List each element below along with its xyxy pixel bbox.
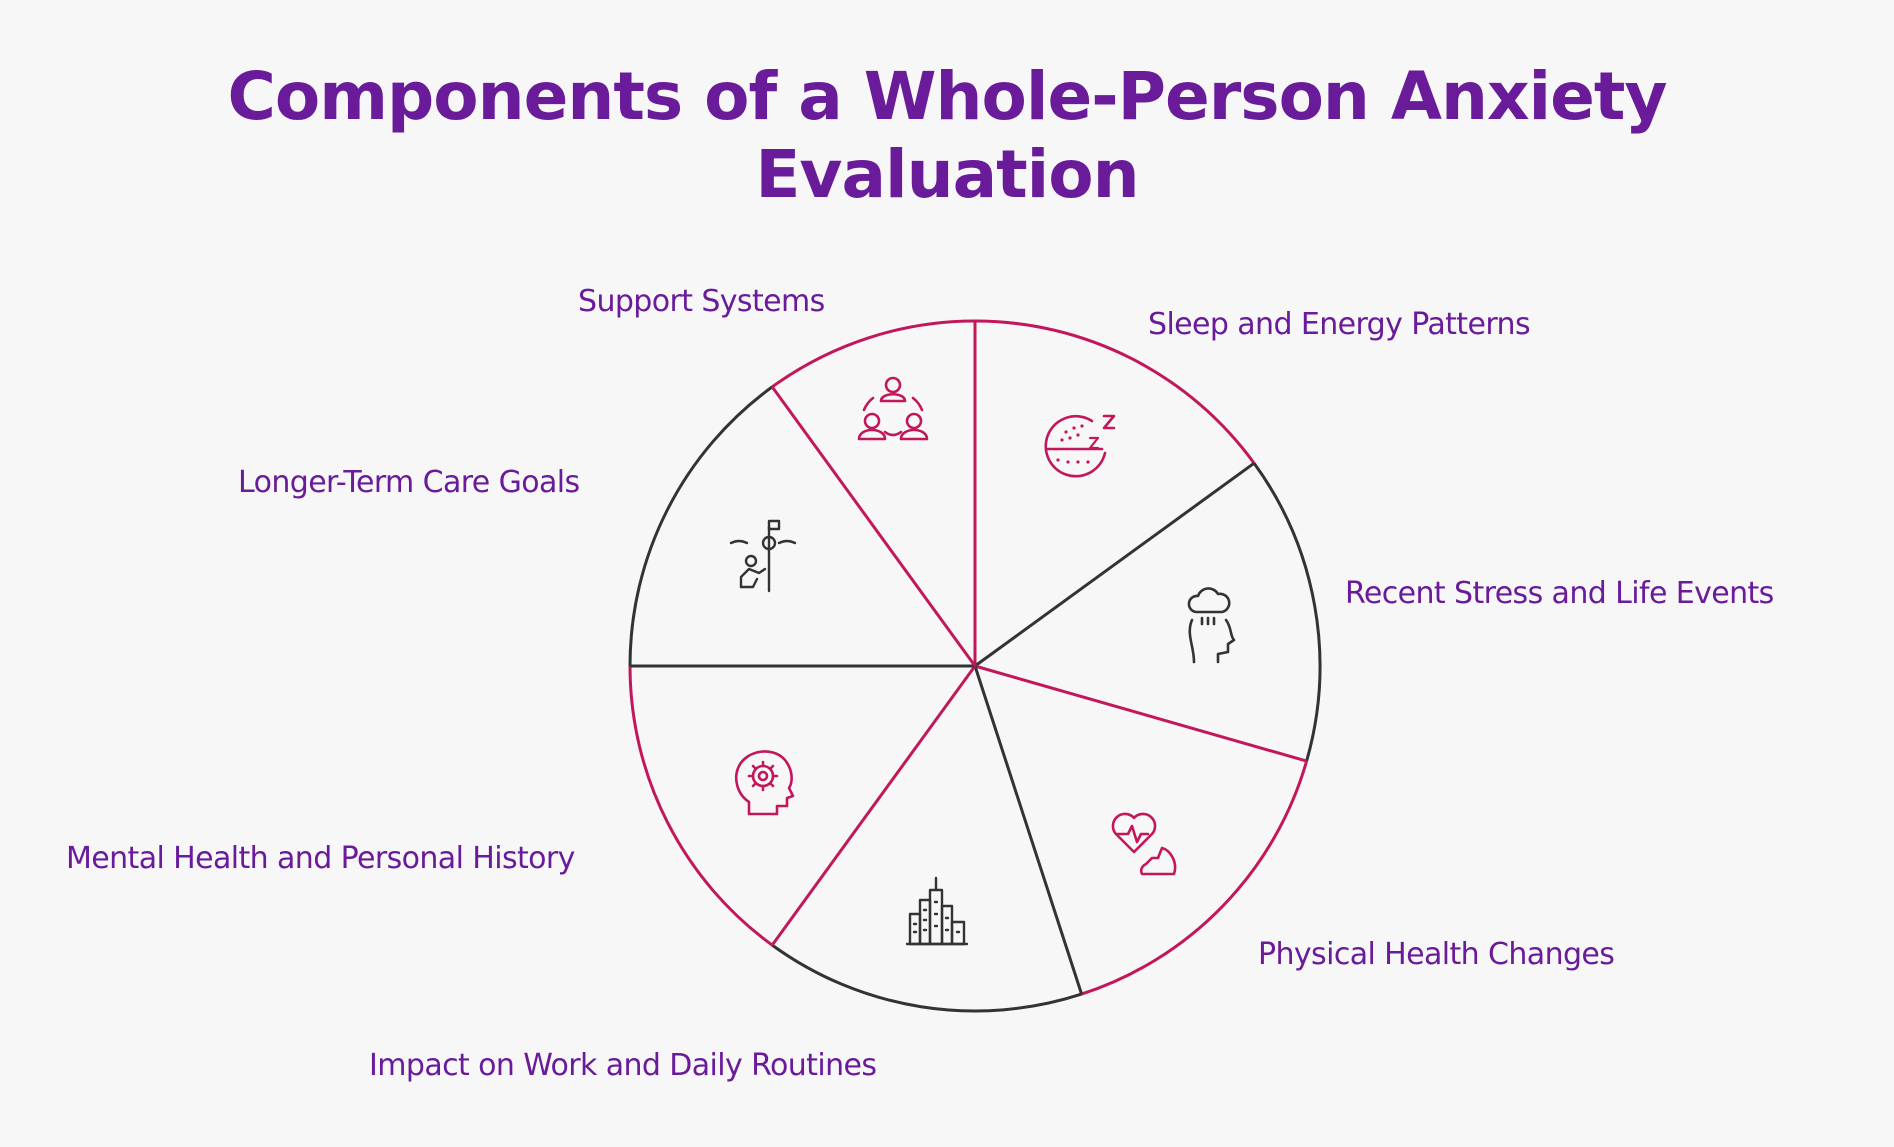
segment-label-mental-health: Mental Health and Personal History [66,841,575,876]
arc-mental-health [628,665,774,947]
city-buildings-icon [905,876,969,946]
arc-sleep-energy [974,319,1256,465]
head-gear-icon [735,750,795,816]
segment-label-recent-stress: Recent Stress and Life Events [1345,576,1774,611]
spoke-physical-impact [973,665,1084,995]
spoke-sleep-stress [974,461,1255,668]
arc-support-systems [771,319,976,389]
team-network-icon [857,376,929,441]
stress-cloud-head-icon [1187,587,1236,664]
segment-label-care-goals: Longer-Term Care Goals [238,465,580,500]
segment-label-support-systems: Support Systems [578,284,825,319]
title-line-2: Evaluation [755,136,1139,213]
arc-recent-stress [1252,462,1322,762]
spoke-stress-physical [974,664,1308,763]
segment-label-physical-health: Physical Health Changes [1258,937,1615,972]
segment-label-sleep-energy: Sleep and Energy Patterns [1148,307,1531,342]
arc-physical-health [1081,760,1309,996]
arc-impact-work [771,943,1083,1013]
segment-label-impact-work: Impact on Work and Daily Routines [369,1048,877,1083]
title-line-1: Components of a Whole-Person Anxiety [227,58,1667,135]
sleep-icon [1044,414,1116,478]
arc-care-goals [628,385,774,667]
heart-muscle-icon [1111,812,1177,876]
goal-flag-climber-icon [729,519,797,593]
spoke-impact-mental [770,665,977,946]
spoke-goals-support [770,386,977,667]
page-title: Components of a Whole-Person Anxiety Eva… [0,58,1894,214]
